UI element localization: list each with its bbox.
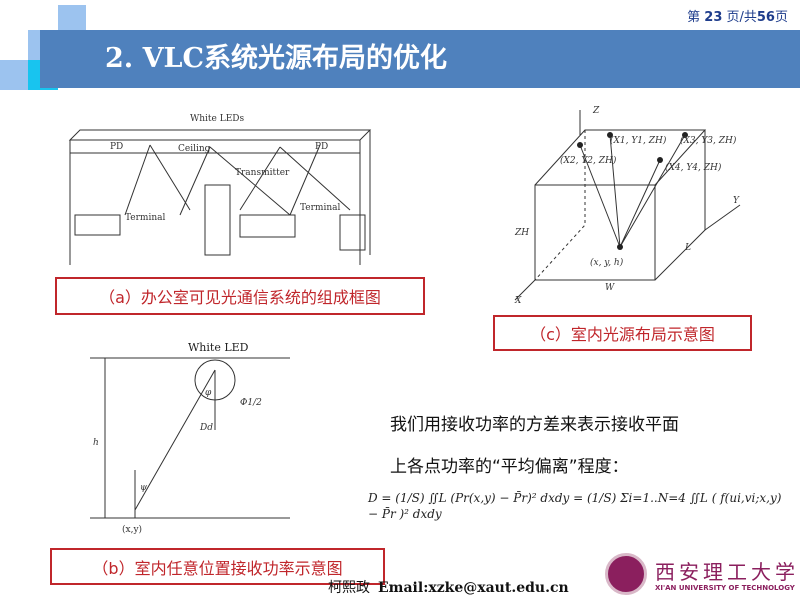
label-p2: (X2, Y2, ZH)	[560, 155, 617, 166]
label-pd: PD	[110, 142, 123, 152]
label-psi: ψ	[140, 483, 148, 493]
university-name-en: XI'AN UNIVERSITY OF TECHNOLOGY	[655, 584, 795, 592]
label-terminal: Terminal	[125, 213, 166, 223]
label-z: Z	[592, 106, 600, 116]
decor-square	[0, 60, 28, 90]
decor-square	[58, 5, 86, 30]
caption-c: （c）室内光源布局示意图	[493, 315, 752, 351]
page-mid: 页/共	[722, 10, 757, 25]
label-p4: (X4, Y4, ZH)	[665, 162, 722, 173]
label-terminal: Terminal	[300, 203, 341, 213]
body-text-line1: 我们用接收功率的方差来表示接收平面	[390, 415, 679, 435]
author: 柯熙政	[328, 580, 370, 596]
label-h: h	[93, 438, 99, 448]
label-zh: ZH	[514, 228, 529, 238]
page-total: 56	[756, 10, 775, 25]
label-w: W	[605, 283, 615, 293]
title-bar	[40, 30, 800, 88]
caption-a: （a）办公室可见光通信系统的组成框图	[55, 277, 425, 315]
label-phi-half: Φ1/2	[240, 398, 262, 408]
page-number: 第 23 页/共56页	[687, 6, 788, 25]
variance-formula: D = (1/S) ∬L (Pr(x,y) − P̄r)² dxdy = (1/…	[368, 491, 782, 521]
office-vlc-diagram: White LEDs PD PD Ceiling Transmitter Ter…	[68, 114, 372, 265]
label-y: Y	[733, 196, 740, 206]
label-x: X	[514, 296, 522, 305]
page-current: 23	[704, 10, 723, 25]
received-power-diagram: White LED φ Φ1/2 Dd h ψ (x,y)	[90, 341, 290, 535]
label-phi: φ	[205, 388, 212, 398]
body-text-line2: 上各点功率的“平均偏离”程度：	[390, 457, 629, 477]
label-ceiling: Ceiling	[178, 144, 211, 154]
label-white-led: White LED	[188, 341, 249, 354]
label-receiver: (x, y, h)	[590, 257, 624, 268]
university-logo-icon	[605, 553, 647, 595]
label-p3: (X3, Y3, ZH)	[680, 135, 737, 146]
label-transmitter: Transmitter	[235, 168, 290, 178]
label-white-leds: White LEDs	[190, 114, 244, 124]
slide-title: 2. VLC系统光源布局的优化	[105, 43, 448, 74]
label-xy: (x,y)	[122, 524, 142, 535]
label-l: L	[684, 243, 691, 253]
label-d: Dd	[199, 423, 213, 433]
page-suffix: 页	[774, 10, 788, 25]
label-p1: (X1, Y1, ZH)	[610, 135, 667, 146]
university-name-cn: 西安理工大学	[655, 560, 799, 584]
caption-b: （b）室内任意位置接收功率示意图	[50, 548, 385, 585]
page-prefix: 第	[687, 10, 705, 25]
email: Email:xzke@xaut.edu.cn	[378, 580, 569, 596]
label-pd: PD	[315, 142, 328, 152]
footer: 柯熙政 Email:xzke@xaut.edu.cn	[328, 577, 569, 597]
light-layout-diagram: Z Y X L W ZH (X1, Y1, ZH) (X2, Y2, ZH) (…	[514, 106, 741, 305]
